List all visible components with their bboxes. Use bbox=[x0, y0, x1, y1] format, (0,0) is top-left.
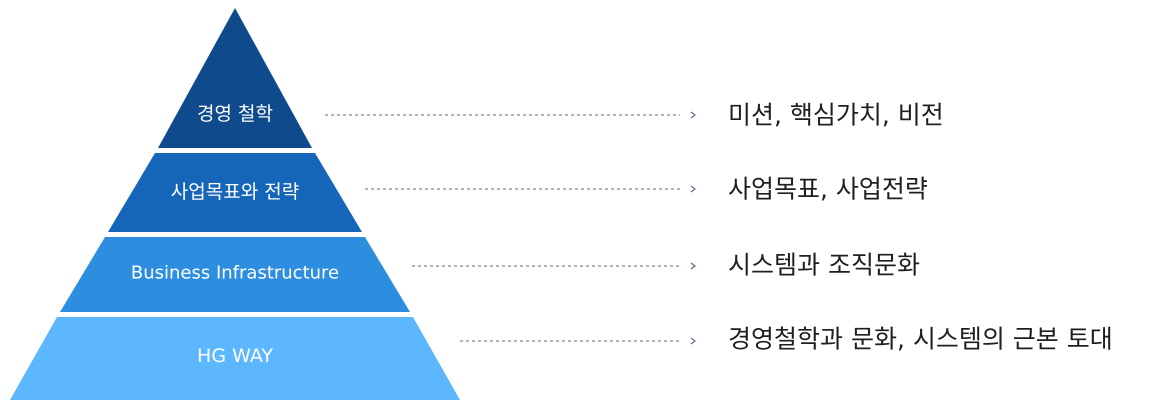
chevron-right-icon bbox=[690, 185, 696, 193]
leader-line-3 bbox=[412, 262, 696, 270]
tier-shape bbox=[60, 237, 410, 312]
tier-shape bbox=[10, 317, 460, 400]
description-strategy: 사업목표, 사업전략 bbox=[728, 175, 928, 204]
tier-shape bbox=[108, 153, 362, 232]
leader-line-4 bbox=[460, 337, 696, 345]
description-hg-way: 경영철학과 문화, 시스템의 근본 토대 bbox=[728, 325, 1113, 354]
tier-label: Business Infrastructure bbox=[131, 263, 339, 284]
leader-line-2 bbox=[365, 185, 696, 193]
description-infrastructure: 시스템과 조직문화 bbox=[728, 251, 920, 280]
tier-shape bbox=[158, 8, 312, 148]
description-philosophy: 미션, 핵심가치, 비전 bbox=[728, 101, 944, 130]
chevron-right-icon bbox=[690, 262, 696, 270]
pyramid-tier-philosophy: 경영 철학 bbox=[158, 8, 312, 148]
chevron-right-icon bbox=[690, 337, 696, 345]
tier-label: 경영 철학 bbox=[197, 103, 273, 125]
tier-label: 사업목표와 전략 bbox=[171, 181, 299, 203]
pyramid-tier-hg-way: HG WAY bbox=[10, 317, 460, 400]
chevron-right-icon bbox=[690, 111, 696, 119]
leader-line-1 bbox=[325, 111, 696, 119]
pyramid-tier-infrastructure: Business Infrastructure bbox=[60, 237, 410, 312]
pyramid-tier-strategy: 사업목표와 전략 bbox=[108, 153, 362, 232]
tier-label: HG WAY bbox=[197, 345, 273, 367]
